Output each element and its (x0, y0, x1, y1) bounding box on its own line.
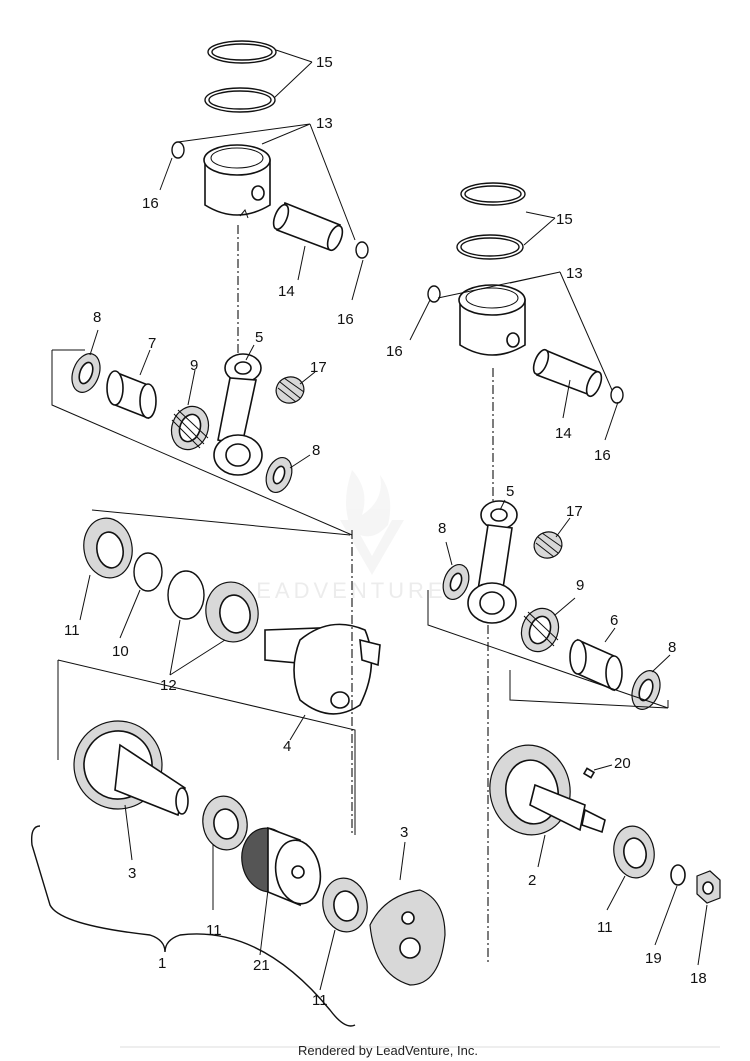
callout-16b: 16 (337, 311, 354, 328)
callout-12: 12 (160, 677, 177, 694)
callout-20: 20 (614, 755, 631, 772)
right-roller-bearing-9 (520, 607, 560, 653)
callout-11c: 11 (312, 992, 328, 1009)
right-wrist-pin (532, 348, 603, 398)
footer-credit: Rendered by LeadVenture, Inc. (298, 1043, 478, 1058)
assembly-bracket (30, 825, 356, 1027)
right-connecting-rod (467, 500, 518, 624)
callout-14b: 14 (555, 425, 572, 442)
left-thrust-washer-8b (265, 456, 293, 494)
left-needle-bearing-17 (275, 376, 305, 404)
left-flywheel-3 (73, 720, 189, 817)
left-wrist-pin (272, 201, 344, 252)
left-snap-ring-12 (167, 570, 205, 620)
callout-16a: 16 (142, 195, 159, 212)
callout-8b: 8 (312, 442, 320, 459)
callout-8c: 8 (438, 520, 446, 537)
left-circlip-16a (171, 141, 185, 159)
left-sleeve-7 (106, 370, 157, 420)
callout-labels: 15 13 16 14 16 8 7 5 9 17 8 11 10 12 4 3… (64, 54, 707, 1009)
callout-9a: 9 (190, 357, 198, 374)
left-crankshaft-half-4 (264, 623, 381, 715)
lock-washer-19 (670, 864, 686, 886)
left-circlip-16b (355, 241, 369, 259)
right-circlip-16b (610, 386, 624, 404)
left-main-bearing (205, 581, 259, 643)
left-piston-rings (204, 40, 277, 113)
callout-11a: 11 (64, 622, 80, 639)
callout-17a: 17 (310, 359, 327, 376)
callout-17b: 17 (566, 503, 583, 520)
callout-14a: 14 (278, 283, 295, 300)
left-thrust-washer-8a (71, 353, 101, 393)
right-needle-bearing-17 (533, 531, 563, 559)
callout-10: 10 (112, 643, 129, 660)
callout-7: 7 (148, 335, 156, 352)
callout-3a: 3 (128, 865, 136, 882)
center-labyrinth-seal-21 (241, 826, 322, 907)
callout-15a: 15 (316, 54, 333, 71)
callout-8d: 8 (668, 639, 676, 656)
left-roller-bearing-9 (170, 405, 210, 451)
center-crank-web-3 (369, 889, 446, 986)
woodruff-key-20 (582, 767, 596, 779)
callout-16c: 16 (386, 343, 403, 360)
right-thrust-washer-8b (631, 670, 661, 710)
center-bearing-11 (202, 795, 248, 851)
callout-18: 18 (690, 970, 707, 987)
callout-13a: 13 (316, 115, 333, 132)
left-snap-ring-10 (133, 552, 163, 592)
callout-3b: 3 (400, 824, 408, 841)
callout-13b: 13 (566, 265, 583, 282)
left-crank-seal-11 (83, 517, 133, 579)
right-piston (458, 284, 526, 356)
right-thrust-washer-8a (442, 563, 470, 601)
callout-5a: 5 (255, 329, 263, 346)
callout-8a: 8 (93, 309, 101, 326)
callout-11d: 11 (597, 919, 613, 936)
callout-16d: 16 (594, 447, 611, 464)
right-piston-rings (456, 182, 526, 260)
right-sleeve-6 (569, 638, 623, 692)
left-piston (203, 144, 271, 219)
callout-19: 19 (645, 950, 662, 967)
right-bearing-11 (613, 825, 655, 879)
callout-6: 6 (610, 612, 618, 629)
leader-lines (79, 49, 708, 991)
callout-2: 2 (528, 872, 536, 889)
callout-11b: 11 (206, 922, 222, 939)
hex-nut-18 (696, 870, 721, 904)
right-circlip-16a (427, 285, 441, 303)
callout-1: 1 (158, 955, 166, 972)
callout-4: 4 (283, 738, 291, 755)
center-bearing-11b (322, 877, 368, 933)
callout-15b: 15 (556, 211, 573, 228)
callout-21: 21 (253, 957, 270, 974)
right-flywheel-2 (489, 744, 606, 836)
left-connecting-rod (213, 353, 263, 476)
watermark-logo (340, 470, 404, 575)
callout-5b: 5 (506, 483, 514, 500)
callout-9b: 9 (576, 577, 584, 594)
watermark-text: LEADVENTURE (240, 578, 447, 603)
